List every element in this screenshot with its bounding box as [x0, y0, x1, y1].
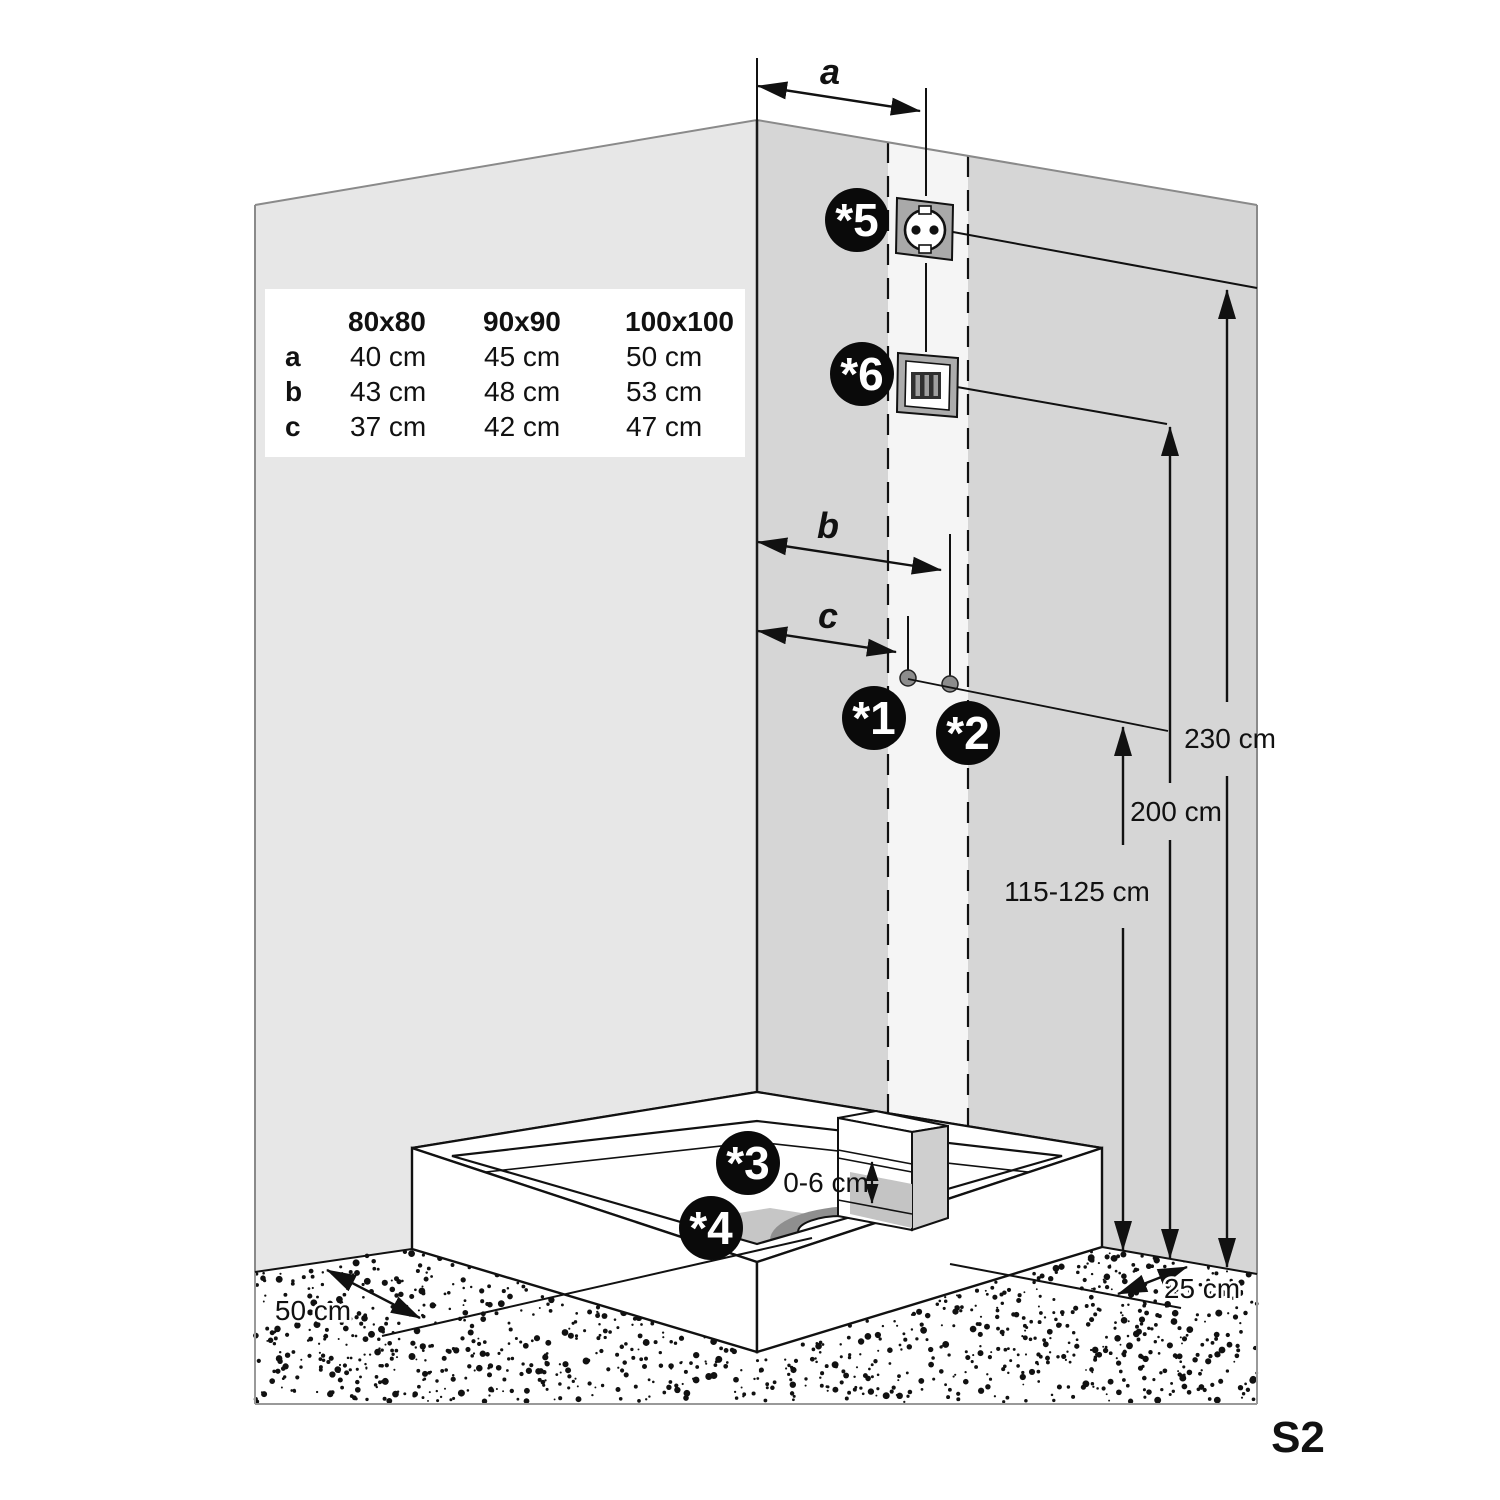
floor-surface	[255, 1247, 1257, 1404]
table-header-80x80: 80x80	[348, 306, 426, 337]
floor	[253, 1246, 1259, 1405]
badge-2-label: *2	[946, 707, 989, 759]
wall-base-right	[1101, 1246, 1258, 1275]
table-cell-b-100: 53 cm	[626, 376, 702, 407]
wall-base-left	[254, 1248, 413, 1273]
tray-gap-label: 0-6 cm	[783, 1167, 869, 1198]
right-wall	[757, 120, 1257, 1274]
badge-1-circle	[842, 686, 906, 750]
badge-5-label: *5	[835, 194, 878, 246]
drain-leader-line	[381, 1237, 813, 1337]
schuko-socket-icon	[894, 196, 955, 262]
water-connection-2	[941, 675, 959, 693]
tray-gap-dimension: 0-6 cm	[783, 1161, 879, 1204]
clearance-right-label: 25 cm	[1164, 1273, 1240, 1304]
sheet-code: S2	[1271, 1413, 1325, 1462]
vent-grille-slat-1	[915, 375, 920, 396]
dim-115-label: 115-125 cm	[1004, 876, 1150, 907]
socket-pin-right	[929, 225, 939, 235]
table-cell-c-90: 42 cm	[484, 411, 560, 442]
socket-leader-line	[952, 231, 1258, 289]
table-cell-c-100: 47 cm	[626, 411, 702, 442]
vent-grille-slat-2	[924, 375, 929, 396]
badge-4-circle	[679, 1196, 743, 1260]
duct-gap-line-3	[837, 1199, 913, 1215]
badge-1-label: *1	[852, 692, 895, 744]
table-header-100x100: 100x100	[625, 306, 734, 337]
clearance-left-label: 50 cm	[275, 1295, 351, 1326]
badge-3-label: *3	[726, 1137, 769, 1189]
dim-230-label: 230 cm	[1184, 723, 1276, 754]
badge-4-label: *4	[689, 1202, 733, 1254]
badge-6-label: *6	[840, 348, 883, 400]
badge-2-circle	[936, 701, 1000, 765]
clearance-right-arrow	[1117, 1265, 1188, 1296]
socket-pin-left	[911, 225, 921, 235]
dim-a-label: a	[820, 51, 840, 92]
floor-dimensions: 50 cm 25 cm	[272, 1237, 1243, 1337]
water-connection-1	[899, 669, 917, 687]
height-dimensions: 230 cm 200 cm 115-125 cm	[952, 231, 1276, 1268]
dim-c-arrow	[757, 626, 897, 657]
table-cell-c-80: 37 cm	[350, 411, 426, 442]
table-row-label-a: a	[285, 341, 301, 372]
dim-b-arrow	[757, 537, 942, 575]
socket-notch-top	[918, 205, 932, 215]
badge-6-circle	[830, 342, 894, 406]
socket-recess	[903, 208, 947, 252]
badge-3-circle	[716, 1131, 780, 1195]
duct-side-face	[911, 1124, 949, 1232]
table-cell-b-90: 48 cm	[484, 376, 560, 407]
clearance-left-arrow	[326, 1268, 421, 1320]
table-row-label-c: c	[285, 411, 301, 442]
badge-5-circle	[825, 188, 889, 252]
installation-strip	[888, 142, 968, 1126]
table-row-label-b: b	[285, 376, 302, 407]
table-cell-b-80: 43 cm	[350, 376, 426, 407]
vent-grille-slat-3	[933, 375, 938, 396]
tray-side-right	[755, 1146, 1104, 1354]
floor-speckle-texture	[253, 1249, 1259, 1404]
connections-leader-line	[907, 678, 1169, 732]
dim-200-label: 200 cm	[1130, 796, 1222, 827]
vent-grille-icon	[895, 351, 960, 419]
table-header-90x90: 90x90	[483, 306, 561, 337]
size-table: 80x80 90x90 100x100 a 40 cm 45 cm 50 cm …	[265, 289, 745, 457]
clearance-right-refline	[949, 1263, 1182, 1309]
size-table-panel	[265, 289, 745, 457]
duct-gap-line-1	[837, 1149, 913, 1165]
table-cell-a-80: 40 cm	[350, 341, 426, 372]
table-cell-a-100: 50 cm	[626, 341, 702, 372]
socket-notch-bottom	[918, 244, 932, 254]
dim-b-label: b	[817, 505, 839, 546]
marker-badges: *1 *2 *3 *4 *5 *6	[679, 188, 1000, 1260]
table-cell-a-90: 45 cm	[484, 341, 560, 372]
dim-c-label: c	[818, 595, 838, 636]
vent-leader-line	[956, 386, 1168, 425]
wall-dimensions: a b c	[757, 51, 1169, 732]
dim-a-arrow	[757, 81, 921, 116]
